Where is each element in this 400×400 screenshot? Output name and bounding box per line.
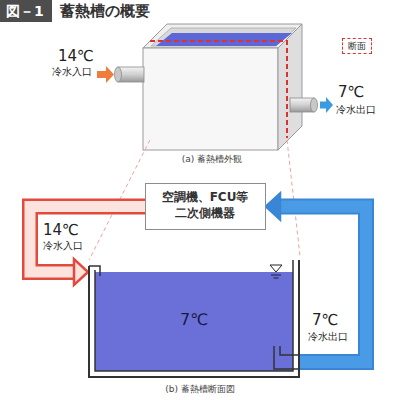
equipment-box: 空調機、FCU等 二次側機器 <box>145 183 266 230</box>
tank-top-face <box>143 24 302 48</box>
temperature-label: 14℃ <box>58 48 94 65</box>
temperature-label: 7℃ <box>312 312 338 329</box>
projection-line <box>287 140 300 256</box>
temperature-label: 7℃ <box>338 84 364 101</box>
tank-water <box>95 272 293 371</box>
arrow-head <box>74 259 88 285</box>
arrow-body <box>30 207 145 273</box>
inlet-pipe-end <box>115 67 122 82</box>
inlet-arrow <box>97 66 114 83</box>
tank-water-surface <box>156 33 292 46</box>
tank-wall <box>95 260 293 371</box>
tank-wall <box>89 260 299 377</box>
inlet-lip <box>89 266 100 276</box>
caption-label: (b) 蓄熱槽断面図 <box>165 384 235 394</box>
water-level-symbol <box>270 265 282 278</box>
arrow-body-fill <box>30 207 145 273</box>
outlet-pipe-stub <box>274 346 300 369</box>
tank-front-face <box>143 48 278 150</box>
figure-number: 図－1 <box>0 0 52 22</box>
tank-section: 7℃ <box>88 262 300 378</box>
water-temperature: 7℃ <box>180 310 208 331</box>
tank-side-face <box>278 24 302 150</box>
legend-text: 断面 <box>348 41 366 51</box>
pipe-label: 冷水入口 <box>43 240 83 252</box>
pipe-label: 冷水出口 <box>336 104 376 116</box>
legend-item: 断面 <box>342 38 372 54</box>
temperature-label: 14℃ <box>43 222 79 239</box>
tank-opening <box>151 28 296 46</box>
pipe-label: 冷水入口 <box>52 66 92 78</box>
box-text: 空調機、FCU等 二次側機器 <box>158 190 252 221</box>
section-line <box>150 41 287 138</box>
figure-title: 蓄熱槽の概要 <box>60 3 150 20</box>
arrow-head <box>266 194 280 220</box>
outlet-pipe-end <box>311 98 318 112</box>
outlet-arrow <box>320 97 333 113</box>
pipe-label: 冷水出口 <box>308 331 348 343</box>
caption-label: (a) 蓄熱槽外観 <box>182 154 242 164</box>
